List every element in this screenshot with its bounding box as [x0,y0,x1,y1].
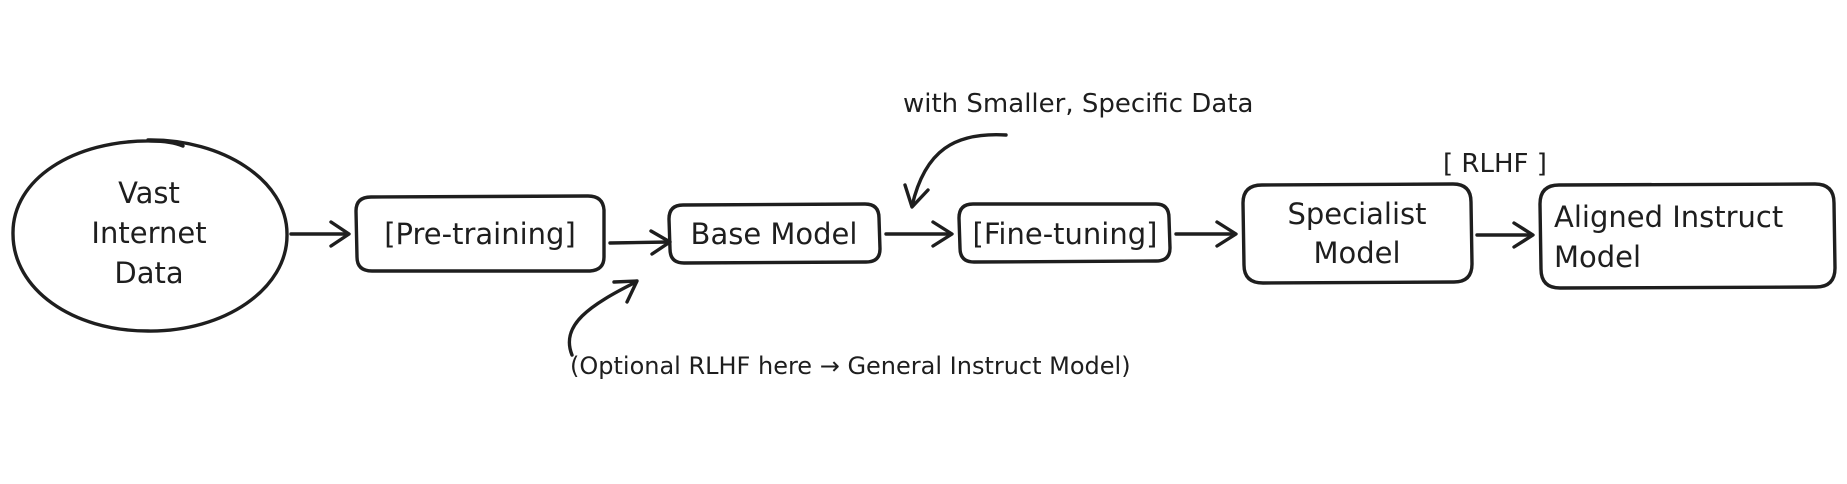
data-source-ellipse [11,138,289,333]
specialist-box [1241,182,1474,285]
optional-rlhf-note: (Optional RLHF here → General Instruct M… [570,352,1131,380]
aligned-label-line-2: Model [1554,240,1641,274]
aligned-label-line-1: Aligned Instruct [1554,200,1783,234]
data-source-label-line-3: Data [114,256,183,290]
finetune-note: with Smaller, Specific Data [903,89,1253,119]
arrow-data-to-pretraining [289,220,351,248]
optional-note-arrow [567,279,639,357]
pretraining-node: [Pre-training] [354,194,606,273]
aligned-box [1538,182,1837,290]
data-source-node: Vast Internet Data [11,138,289,333]
data-source-label-line-1: Vast [118,176,180,210]
arrow-pretraining-to-base [608,229,672,256]
specialist-node: Specialist Model [1241,182,1474,285]
pretraining-box [354,194,606,273]
base-model-box [667,202,882,265]
finetune-note-arrow [903,132,1008,209]
specialist-label-line-2: Model [1313,236,1400,270]
arrow-finetuning-to-specialist [1174,220,1238,248]
base-model-node: Base Model [667,202,882,265]
data-source-label-line-2: Internet [91,216,206,250]
arrow-specialist-to-aligned [1475,221,1535,249]
finetuning-label: [Fine-tuning] [973,217,1158,251]
finetuning-box [957,202,1172,264]
finetuning-node: [Fine-tuning] [957,202,1172,264]
base-model-label: Base Model [691,217,858,251]
arrow-base-to-finetuning [884,220,954,248]
rlhf-label: [ RLHF ] [1443,149,1547,179]
specialist-label-line-1: Specialist [1287,197,1426,231]
aligned-node: Aligned Instruct Model [1538,182,1837,290]
pretraining-label: [Pre-training] [384,217,576,251]
